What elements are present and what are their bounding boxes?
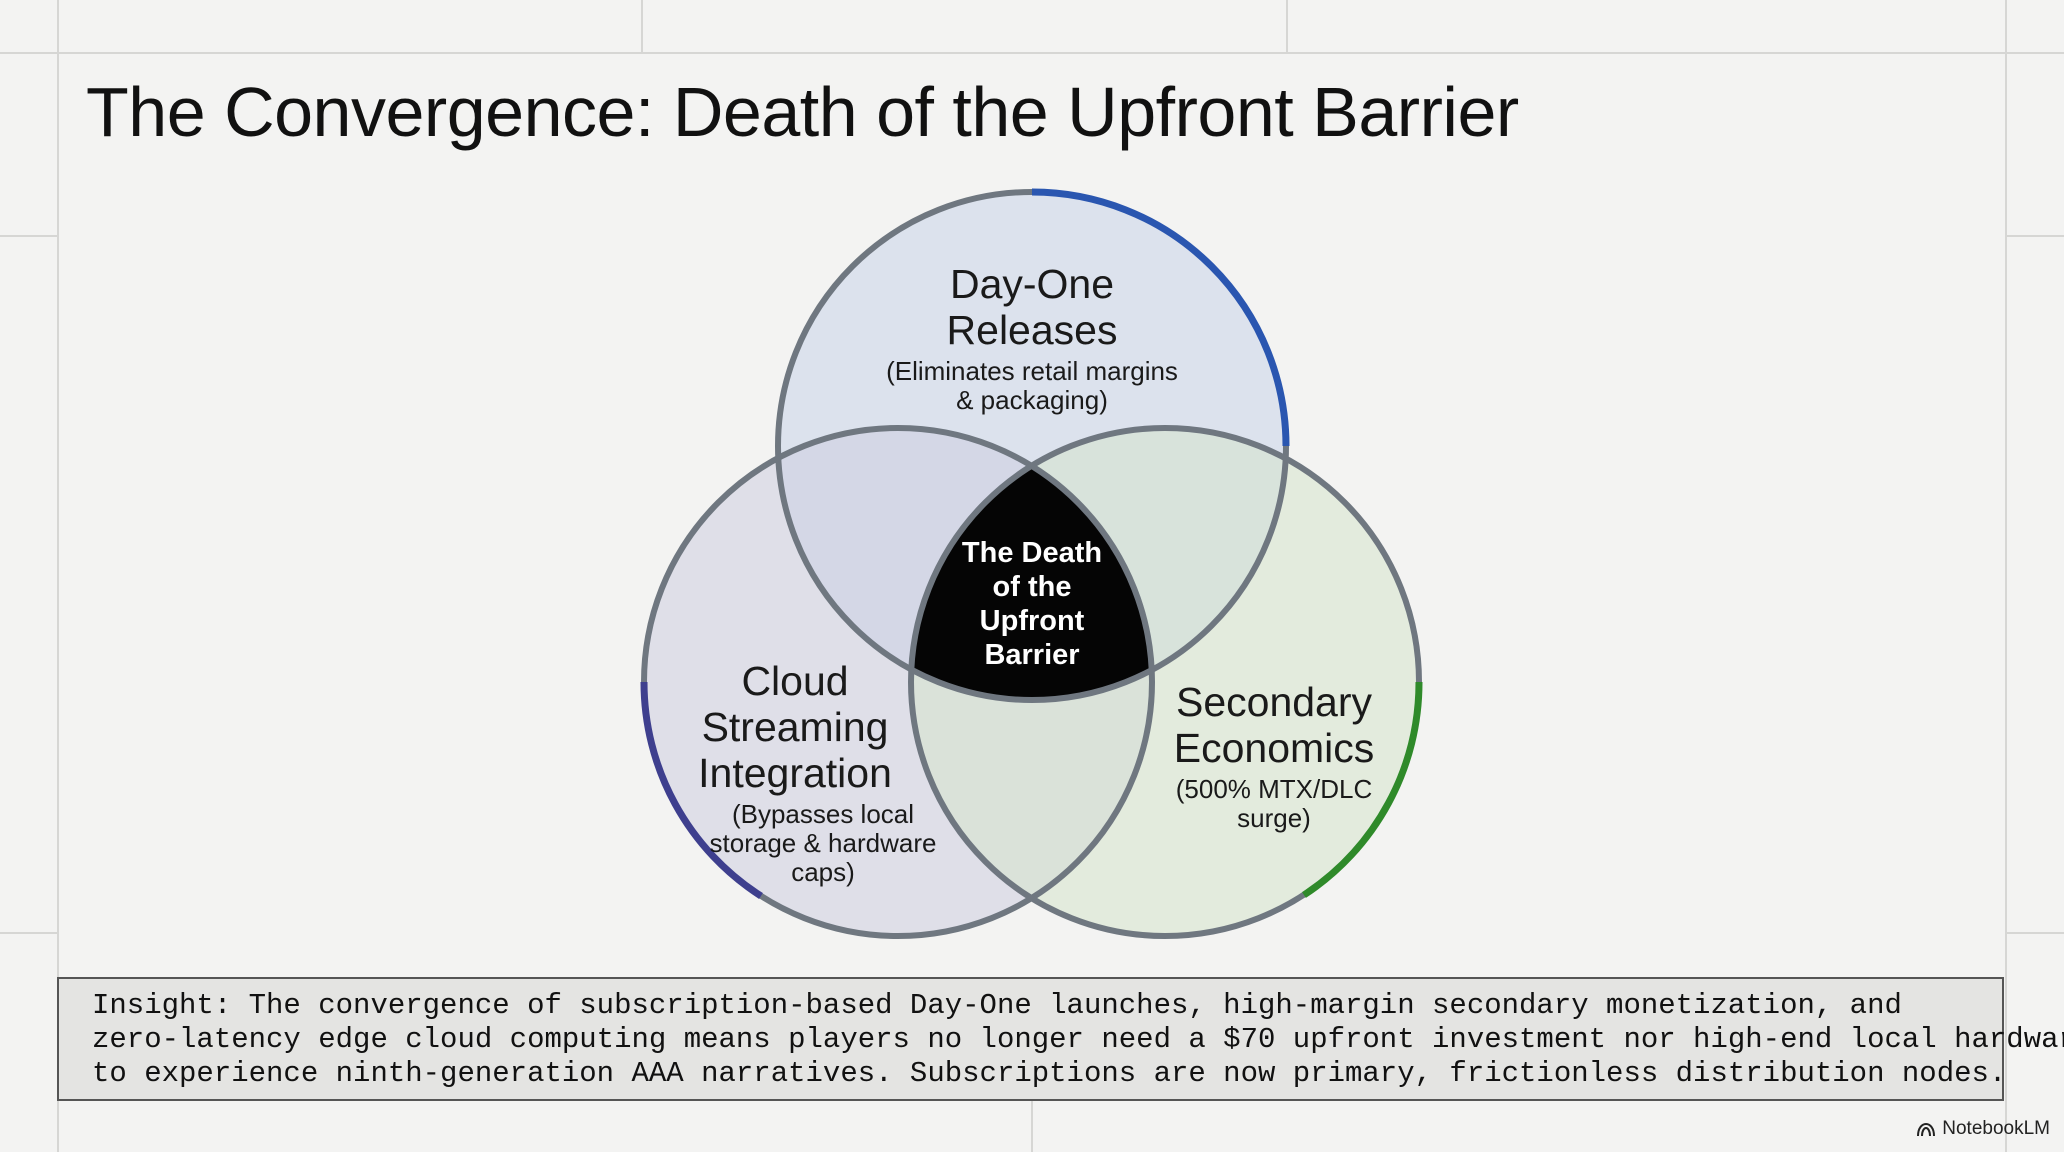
- venn-right-sub-line1: (500% MTX/DLC: [1175, 774, 1373, 804]
- grid-line-vertical-top-a: [641, 0, 643, 52]
- venn-top-sub-line1: (Eliminates retail margins: [886, 356, 1178, 386]
- venn-center-line3: Upfront: [979, 605, 1085, 637]
- slide-title: The Convergence: Death of the Upfront Ba…: [86, 73, 1519, 151]
- venn-left-heading-line1: Cloud: [741, 658, 849, 704]
- grid-line-horizontal-top: [0, 52, 2064, 54]
- notebooklm-logo-icon: [1917, 1122, 1936, 1137]
- venn-left-sub-line1: (Bypasses local: [731, 799, 915, 829]
- grid-line-horizontal-right-b: [2005, 932, 2064, 934]
- venn-left-sub-line2: storage & hardware: [709, 828, 937, 858]
- grid-line-vertical-bottom: [1031, 1101, 1033, 1152]
- insight-line1: Insight: The convergence of subscription…: [92, 989, 1902, 1022]
- venn-center-clip-left: [911, 428, 1152, 700]
- venn-center-line2: of the: [992, 571, 1072, 603]
- venn-center-intersection: [911, 428, 1152, 700]
- venn-top-heading-line2: Releases: [946, 307, 1118, 353]
- grid-line-vertical-right: [2005, 0, 2007, 1152]
- venn-center-label: The Death of the Upfront Barrier: [962, 536, 1102, 672]
- venn-label-left-sub: (Bypasses local storage & hardware caps): [710, 800, 937, 887]
- venn-accent-arc-top: [1031, 188, 1290, 447]
- venn-right-sub-line2: surge): [1237, 803, 1311, 833]
- grid-line-vertical-top-b: [1286, 0, 1288, 52]
- venn-center-line4: Barrier: [984, 639, 1080, 671]
- grid-line-vertical-left: [57, 0, 59, 1152]
- venn-left-heading-line2: Streaming: [701, 704, 889, 750]
- insight-box: Insight: The convergence of subscription…: [57, 977, 2064, 1101]
- venn-left-heading-line3: Integration: [698, 750, 892, 796]
- grid-line-horizontal-right-a: [2005, 235, 2064, 237]
- venn-label-right: Secondary Economics (500% MTX/DLC surge): [1174, 679, 1375, 833]
- venn-center-clip-top: [911, 428, 1152, 700]
- venn-top-sub-line2: & packaging): [956, 385, 1108, 415]
- venn-right-heading-line1: Secondary: [1175, 679, 1373, 725]
- grid-line-horizontal-left-b: [0, 932, 57, 934]
- insight-line2: zero-latency edge cloud computing means …: [92, 1023, 2064, 1056]
- venn-right-heading-line2: Economics: [1173, 725, 1375, 771]
- venn-accent-arc-right: [1302, 681, 1423, 898]
- brand-name: NotebookLM: [1942, 1118, 2050, 1139]
- insight-line3: to experience ninth-generation AAA narra…: [92, 1057, 2007, 1090]
- brand-mark: NotebookLM: [1916, 1118, 2050, 1140]
- grid-line-horizontal-left-a: [0, 235, 57, 237]
- venn-center-line1: The Death: [961, 537, 1103, 569]
- venn-left-sub-line3: caps): [791, 857, 855, 887]
- venn-label-left-heading: Cloud Streaming Integration: [698, 658, 892, 796]
- venn-label-top: Day-One Releases (Eliminates retail marg…: [886, 261, 1178, 415]
- venn-top-heading-line1: Day-One: [949, 261, 1115, 307]
- venn-accent-arc-left: [640, 681, 763, 899]
